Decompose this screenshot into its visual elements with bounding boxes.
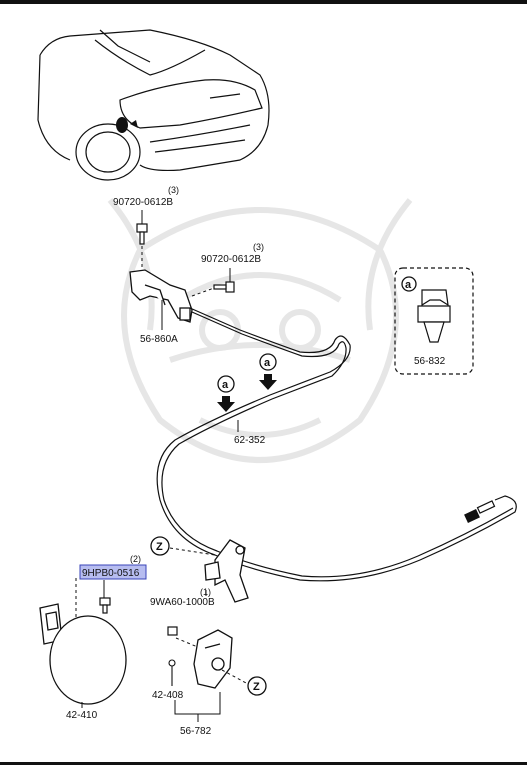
fuel-door-marker	[116, 117, 128, 133]
label-lid: 42-410	[66, 710, 98, 721]
car-rear-illustration	[37, 29, 270, 181]
bolt-mid-dash	[191, 287, 215, 297]
label-lever: 9WA60-1000B	[150, 597, 215, 608]
label-screw: 9HPB0-0516	[82, 568, 140, 579]
marker-z-lower	[247, 676, 267, 696]
marker-a-detail-text: a	[405, 279, 412, 291]
spring-icon	[168, 659, 176, 686]
housing-assembly-icon	[193, 629, 233, 689]
label-bolt-mid: 90720-0612B	[201, 254, 261, 265]
qty-screw: (2)	[130, 554, 141, 564]
clip-icon	[417, 289, 451, 343]
highlight-box-screw	[79, 564, 147, 580]
label-assembly: 56-782	[180, 726, 212, 737]
z-upper-dash	[169, 547, 216, 556]
marker-z-upper	[150, 536, 170, 556]
label-cable: 62-352	[234, 435, 266, 446]
marker-z-lower-text: Z	[253, 681, 260, 693]
marker-a-right-text: a	[264, 357, 271, 369]
arrow-down-right	[259, 374, 277, 390]
qty-lever: (1)	[200, 587, 211, 597]
z-lower-dash	[221, 669, 249, 685]
fuel-door-pointer	[130, 120, 138, 128]
qty-bolt-top: (3)	[168, 185, 179, 195]
nut-icon	[167, 626, 178, 636]
fuel-lid-icon	[39, 603, 127, 705]
marker-a-left	[217, 375, 235, 393]
screw-icon	[99, 597, 111, 614]
label-bracket: 56-860A	[140, 334, 178, 345]
arrow-down-left	[217, 396, 235, 412]
marker-a-detail	[401, 276, 417, 292]
nut-dash	[175, 637, 201, 649]
label-bolt-top: 90720-0612B	[113, 197, 173, 208]
marker-z-upper-text: Z	[156, 541, 163, 553]
watermark-emblem	[107, 198, 413, 463]
bottom-rule	[0, 762, 527, 765]
release-cable	[156, 307, 517, 582]
detail-box-clip	[394, 267, 474, 375]
label-spring: 42-408	[152, 690, 184, 701]
release-lever-icon	[204, 539, 249, 603]
marker-a-left-text: a	[222, 379, 229, 391]
bracket-icon	[129, 269, 193, 323]
cable-end-fitting	[464, 500, 496, 523]
label-clip: 56-832	[414, 356, 446, 367]
top-rule	[0, 0, 527, 4]
marker-a-right	[259, 353, 277, 371]
qty-bolt-mid: (3)	[253, 242, 264, 252]
